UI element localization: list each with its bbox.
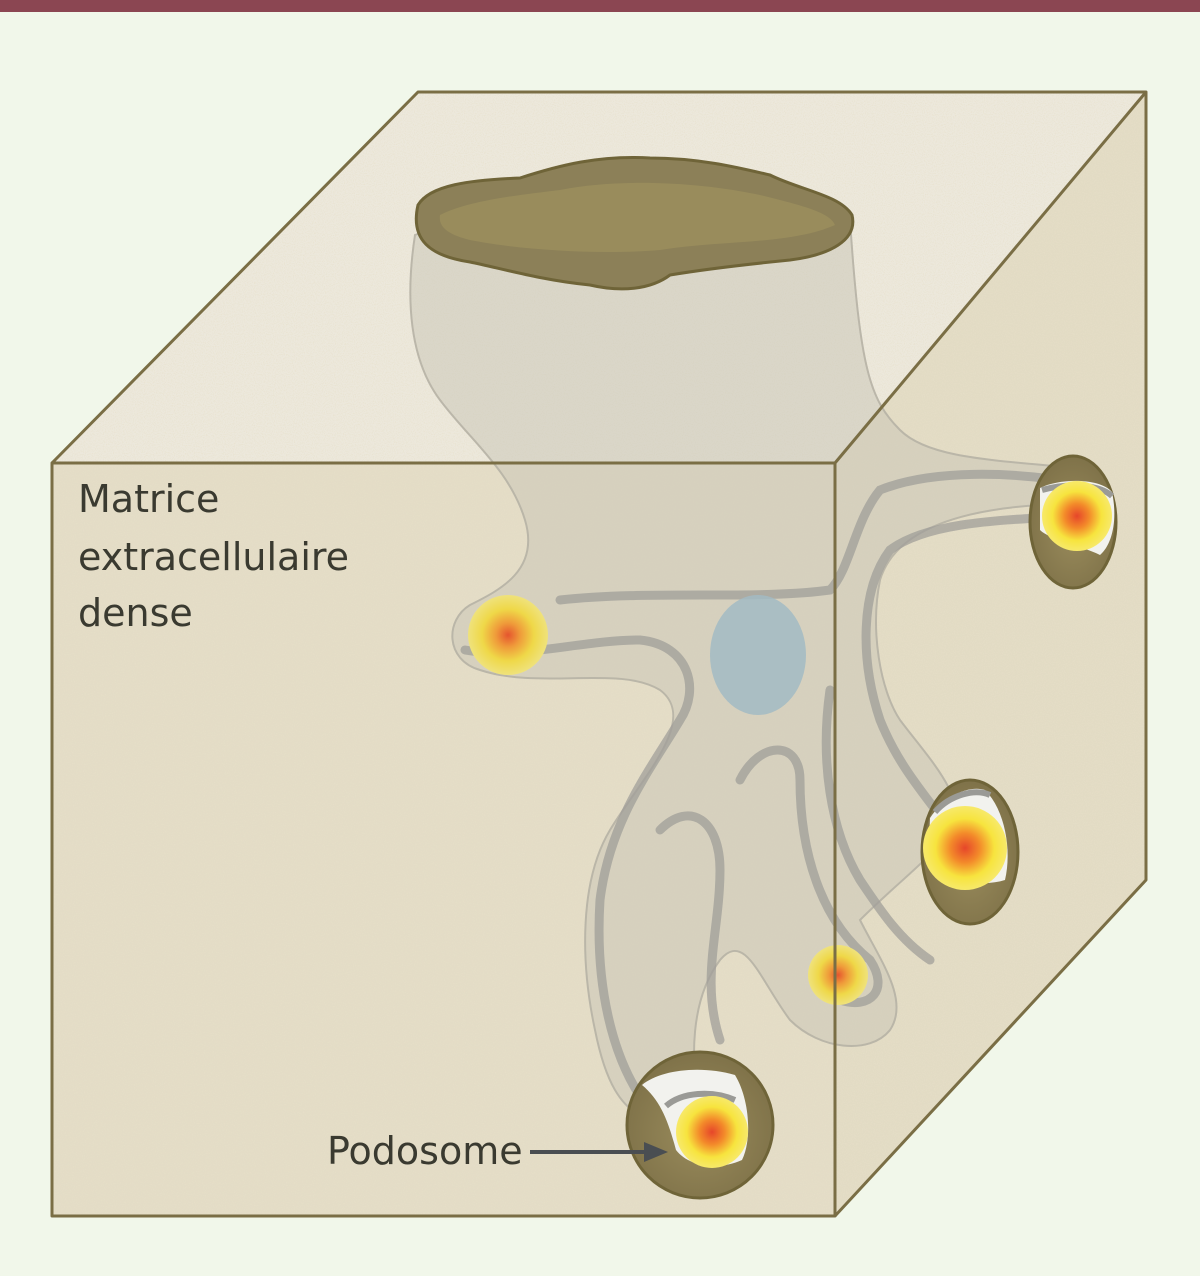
matrix-label-line1: Matrice bbox=[78, 477, 219, 521]
membrane-upper-right bbox=[555, 469, 1095, 605]
cube-edges bbox=[50, 90, 1148, 1218]
top-accent-bar bbox=[0, 0, 1200, 12]
membrane-inner-loop bbox=[735, 745, 883, 1008]
podosome-middle bbox=[808, 945, 868, 1005]
podosome-right-lower bbox=[920, 778, 1020, 926]
podosome-left bbox=[468, 595, 548, 675]
podosome-label: Podosome bbox=[327, 1129, 523, 1173]
podosome-right-upper bbox=[1028, 454, 1118, 590]
tunnel-opening-shade bbox=[439, 182, 835, 252]
membrane-right-arm bbox=[861, 510, 1095, 835]
membrane-right-lower bbox=[821, 685, 935, 965]
invading-cell bbox=[409, 203, 1102, 1122]
matrix-label-line2: extracellulaire bbox=[78, 535, 349, 579]
membrane-left-arm bbox=[460, 635, 695, 1115]
matrix-label-line3: dense bbox=[78, 591, 193, 635]
podosome-bottom bbox=[625, 1050, 775, 1200]
nucleus bbox=[710, 595, 806, 715]
podosome-arrow bbox=[530, 1142, 668, 1162]
cube-right-texture bbox=[835, 92, 1146, 1216]
membrane-mid-arm bbox=[655, 811, 725, 1045]
